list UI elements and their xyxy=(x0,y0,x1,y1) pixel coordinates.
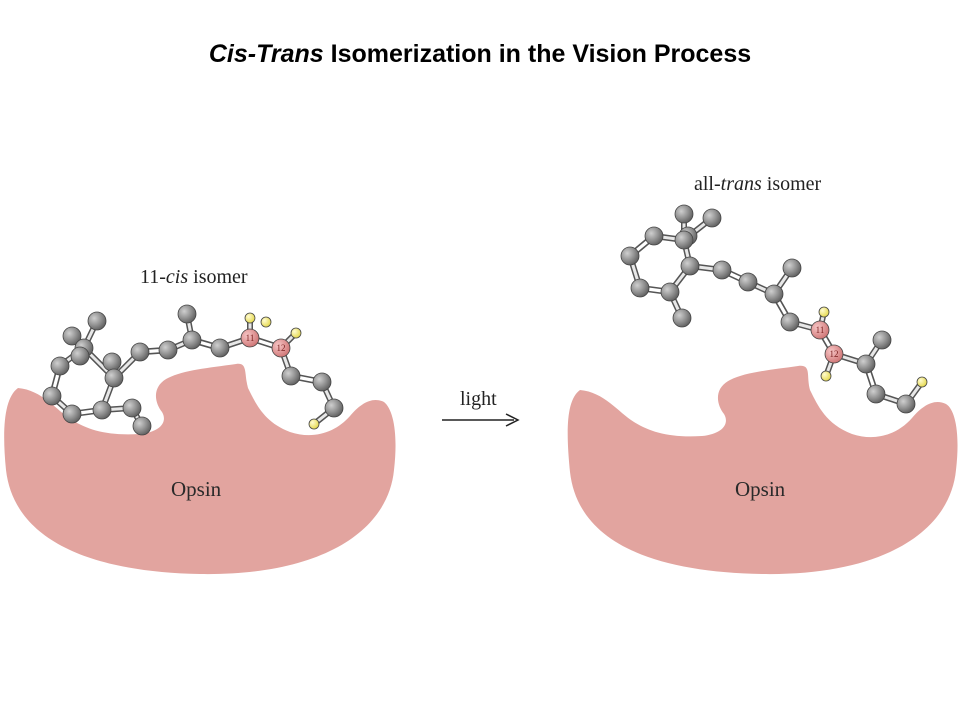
label-prefix: all- xyxy=(694,173,721,195)
hydrogen-atom xyxy=(260,316,272,328)
atom-number: 12 xyxy=(830,349,839,359)
carbon-atom xyxy=(896,394,916,414)
atom-number: 12 xyxy=(277,343,286,353)
label-suffix: isomer xyxy=(188,266,248,288)
left-opsin: Opsin xyxy=(4,363,396,575)
carbon-atom xyxy=(674,204,694,224)
carbon-atom xyxy=(738,272,758,292)
opsin-shape xyxy=(4,363,396,575)
carbon-atom xyxy=(872,330,892,350)
opsin-shape xyxy=(567,365,958,575)
carbon-atom xyxy=(764,284,784,304)
carbon-atom xyxy=(104,368,124,388)
carbon-atom xyxy=(182,330,202,350)
carbon-atom xyxy=(50,356,70,376)
cis-isomer-label: 11-cis isomer xyxy=(140,266,248,288)
carbon-atom xyxy=(210,338,230,358)
numbered-carbon-atom xyxy=(824,344,844,364)
carbon-atom xyxy=(102,352,122,372)
atoms: 11 12 xyxy=(42,304,344,436)
label-italic: trans xyxy=(721,173,762,195)
numbered-carbon-atom xyxy=(240,328,260,348)
light-arrow: light xyxy=(442,388,520,427)
label-italic: cis xyxy=(166,266,188,288)
carbon-atom xyxy=(702,208,722,228)
hydrogen-atom xyxy=(916,376,928,388)
carbon-atom xyxy=(87,311,107,331)
carbon-atom xyxy=(674,230,694,250)
carbon-atom xyxy=(856,354,876,374)
trans-isomer-label: all-trans isomer xyxy=(694,173,822,195)
carbon-atom xyxy=(177,304,197,324)
carbon-atom xyxy=(62,404,82,424)
carbon-atom xyxy=(130,342,150,362)
carbon-atom xyxy=(660,282,680,302)
carbon-atom xyxy=(644,226,664,246)
hydrogen-atom xyxy=(820,370,832,382)
carbon-atom xyxy=(324,398,344,418)
carbon-atom xyxy=(62,326,82,346)
atom-number: 11 xyxy=(246,333,255,343)
cis-retinal-molecule: 11 12 xyxy=(42,304,344,436)
arrow-head xyxy=(505,413,520,427)
carbon-atom xyxy=(92,400,112,420)
carbon-atom xyxy=(42,386,62,406)
carbon-atom xyxy=(680,256,700,276)
atom-number: 11 xyxy=(816,325,825,335)
carbon-atom xyxy=(122,398,142,418)
numbered-carbon-atom xyxy=(271,338,291,358)
carbon-atom xyxy=(782,258,802,278)
carbon-atom xyxy=(158,340,178,360)
carbon-atom xyxy=(672,308,692,328)
carbon-atom xyxy=(630,278,650,298)
carbon-atom xyxy=(70,346,90,366)
label-suffix: isomer xyxy=(762,173,822,195)
carbon-atom xyxy=(281,366,301,386)
carbon-atom xyxy=(780,312,800,332)
right-opsin: Opsin xyxy=(567,365,958,575)
title-italic: Cis-Trans xyxy=(208,40,324,68)
carbon-atom xyxy=(866,384,886,404)
hydrogen-atom xyxy=(244,312,256,324)
opsin-label: Opsin xyxy=(171,477,222,501)
carbon-atom xyxy=(312,372,332,392)
title-rest: Isomerization in the Vision Process xyxy=(323,40,752,68)
numbered-carbon-atom xyxy=(810,320,830,340)
trans-retinal-molecule: 11 12 xyxy=(620,204,928,414)
arrow-label: light xyxy=(460,388,497,410)
opsin-label: Opsin xyxy=(735,477,786,501)
atoms: 11 12 xyxy=(620,204,928,414)
label-prefix: 11- xyxy=(140,266,166,288)
hydrogen-atom xyxy=(290,327,302,339)
hydrogen-atom xyxy=(818,306,830,318)
carbon-atom xyxy=(620,246,640,266)
hydrogen-atom xyxy=(308,418,320,430)
carbon-atom xyxy=(712,260,732,280)
page-title: Cis-Trans Isomerization in the Vision Pr… xyxy=(0,40,960,69)
carbon-atom xyxy=(132,416,152,436)
